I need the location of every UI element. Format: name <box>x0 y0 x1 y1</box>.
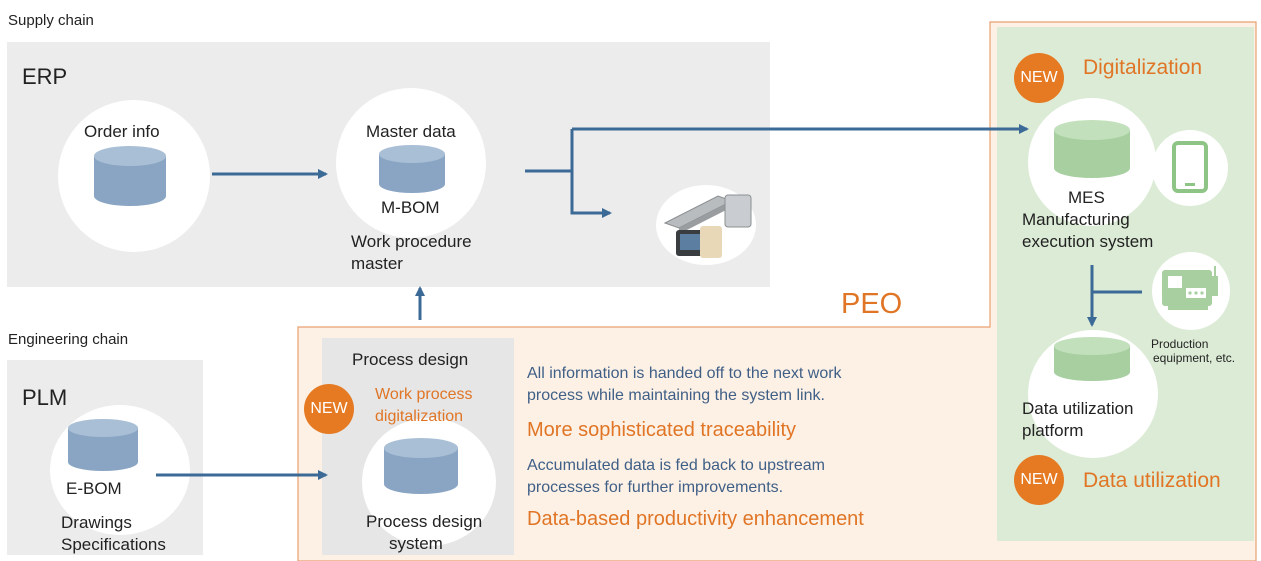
new-badge-work-process: NEW <box>304 384 354 434</box>
new-badge-digitalization: NEW <box>1014 53 1064 103</box>
data-util-platform-2: platform <box>1022 421 1084 440</box>
engineering-chain-heading: Engineering chain <box>8 331 129 348</box>
productivity-text: Data-based productivity enhancement <box>527 508 864 530</box>
order-info-database-icon <box>94 146 166 206</box>
feedback-text-1: Accumulated data is fed back to upstream <box>527 457 825 474</box>
new-badge-data-utilization: NEW <box>1014 455 1064 505</box>
process-design-database-icon <box>384 438 458 494</box>
tablet-icon <box>1172 141 1208 193</box>
peo-title: PEO <box>841 288 903 320</box>
handoff-text-2: process while maintaining the system lin… <box>527 387 825 404</box>
ebom-label: E-BOM <box>66 479 122 498</box>
supply-chain-heading: Supply chain <box>8 12 94 29</box>
master-data-database-icon <box>379 145 445 193</box>
drawings-label: Drawings <box>61 513 132 532</box>
data-utilization-database-icon <box>1054 337 1130 381</box>
master-label: master <box>351 254 403 273</box>
products-icon <box>663 194 752 258</box>
data-util-platform-1: Data utilization <box>1022 399 1134 418</box>
work-process-label-1: Work process <box>375 386 473 403</box>
order-info-label: Order info <box>84 122 160 141</box>
data-utilization-label: Data utilization <box>1083 469 1221 492</box>
master-data-label: Master data <box>366 122 456 141</box>
process-design-label: Process design <box>352 350 469 369</box>
ebom-database-icon <box>68 419 138 471</box>
plm-title: PLM <box>22 385 68 410</box>
feedback-text-2: processes for further improvements. <box>527 479 784 496</box>
production-label-2: equipment, etc. <box>1153 351 1236 365</box>
mbom-label: M-BOM <box>381 198 440 217</box>
arrow-to-products <box>570 129 612 218</box>
specifications-label: Specifications <box>61 535 166 554</box>
work-process-label-2: digitalization <box>375 408 464 425</box>
process-design-system-label-1: Process design <box>366 512 483 531</box>
mes-desc-1: Manufacturing <box>1022 210 1130 229</box>
mes-database-icon <box>1054 120 1130 178</box>
traceability-text: More sophisticated traceability <box>527 419 797 441</box>
mes-label: MES <box>1068 188 1105 207</box>
process-design-system-label-2: system <box>389 534 443 553</box>
production-machine-icon <box>1162 266 1218 310</box>
work-procedure-label: Work procedure <box>351 232 472 251</box>
production-label-1: Production <box>1151 337 1209 351</box>
digitalization-label: Digitalization <box>1083 56 1203 79</box>
mes-desc-2: execution system <box>1022 232 1154 251</box>
erp-title: ERP <box>22 64 68 89</box>
handoff-text-1: All information is handed off to the nex… <box>527 365 842 382</box>
